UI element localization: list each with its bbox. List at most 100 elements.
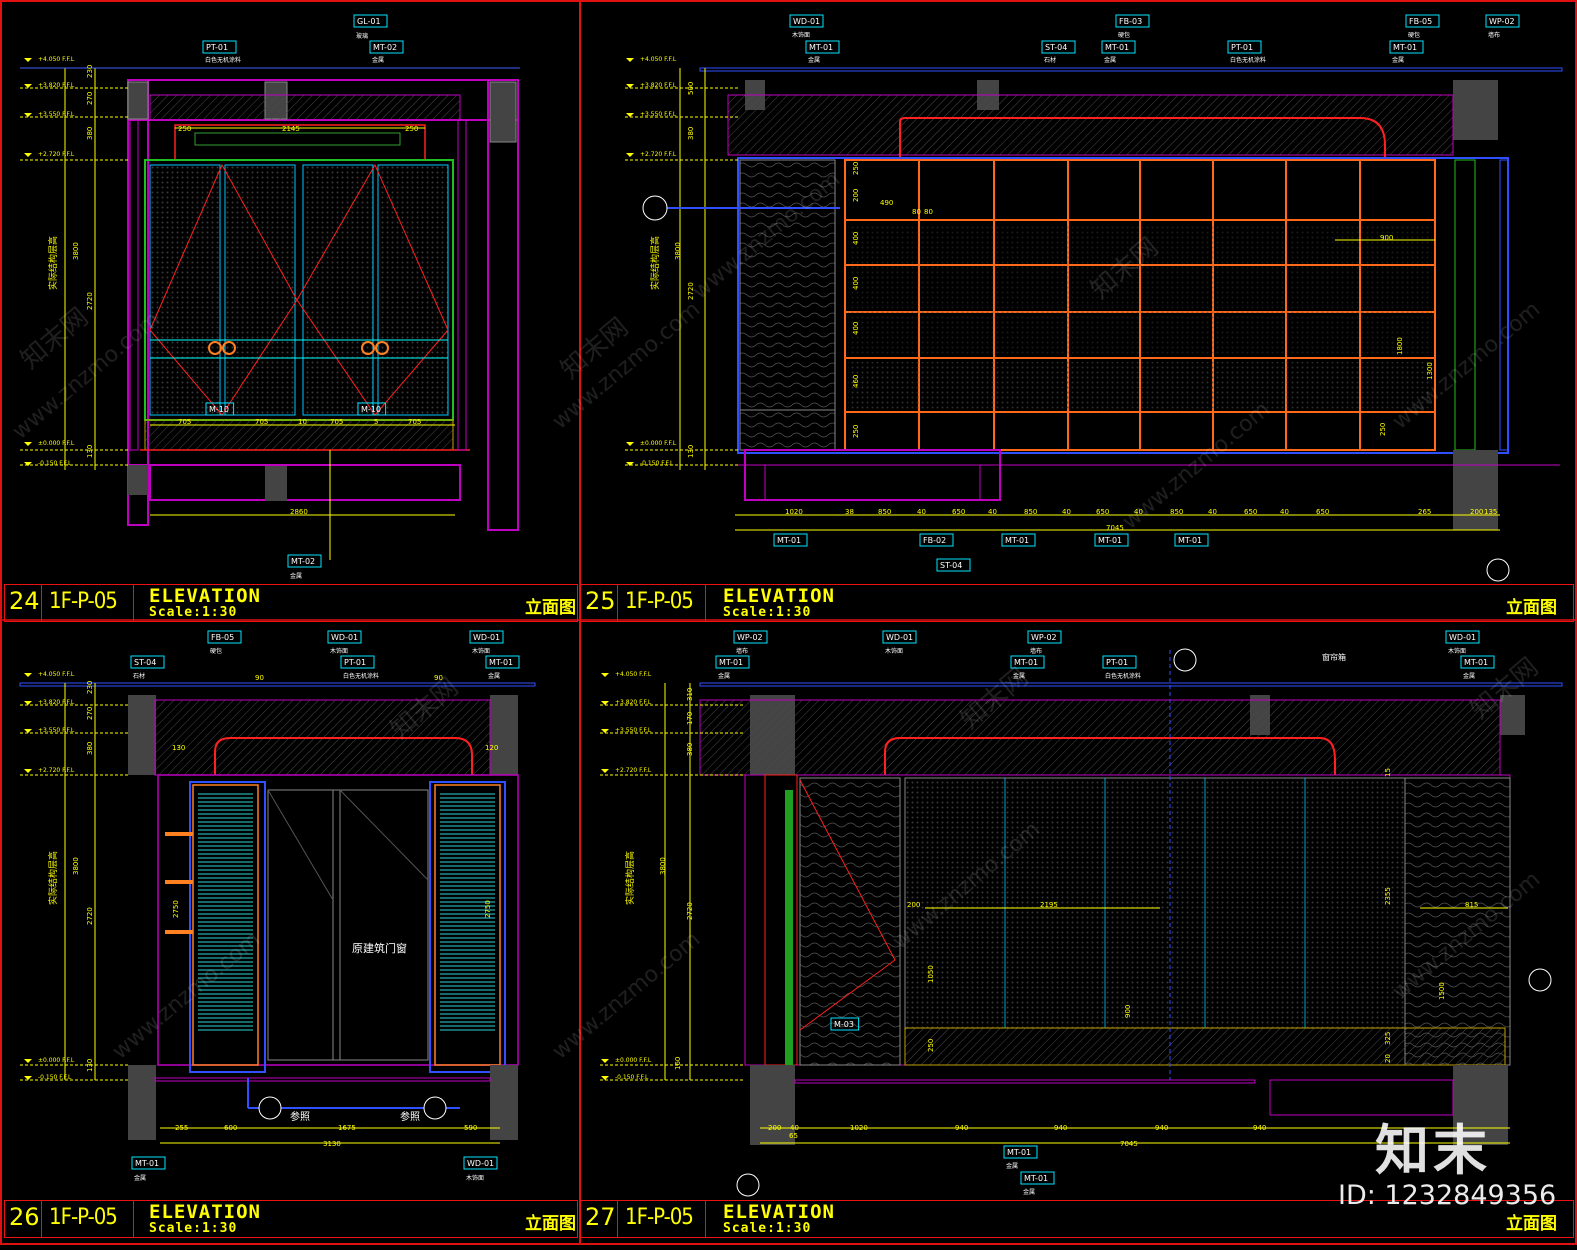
dimension-label: 250 — [178, 125, 191, 133]
drawing-code: 1F-P-05 — [625, 1205, 694, 1230]
drawing-number: 25 — [585, 587, 616, 615]
material-tag: MT-01 — [809, 43, 833, 52]
material-tag: MT-01 — [1098, 536, 1122, 545]
material-tag: MT-02 — [373, 43, 397, 52]
material-tag-box — [340, 655, 375, 669]
material-tag-box — [773, 533, 808, 547]
level-marker-icon — [626, 113, 634, 117]
material-tag-box — [130, 655, 165, 669]
dimension-label: 2750 — [172, 900, 180, 918]
level-label: ±0.000 F.F.L — [640, 440, 677, 447]
level-label: +3.820 F.F.L — [640, 82, 677, 89]
tag-note: 木饰面 — [792, 31, 810, 39]
dimension-label: 850 — [878, 508, 891, 516]
dimension-label: 270 — [86, 707, 94, 720]
reference-label: 参照 — [400, 1110, 420, 1123]
dimension-label: 380 — [686, 743, 694, 756]
material-tag: WD-01 — [331, 633, 358, 642]
dimension-label: 160 — [674, 1057, 682, 1070]
dimension-label: 380 — [86, 742, 94, 755]
dimension-label: 10 — [298, 418, 307, 426]
material-tag: MT-01 — [1007, 1148, 1031, 1157]
tag-note: 金属 — [1104, 56, 1116, 64]
level-label: +2.720 F.F.L — [38, 767, 75, 774]
material-tag: M-03 — [834, 1020, 854, 1029]
level-marker-icon — [601, 673, 609, 677]
image-id: ID: 1232849356 — [1338, 1180, 1557, 1211]
brand-logo: 知末 — [1375, 1119, 1491, 1182]
material-tag: WP-02 — [1489, 17, 1515, 26]
drawing-number: 24 — [9, 587, 40, 615]
material-tag: MT-01 — [1024, 1174, 1048, 1183]
material-tag: WP-02 — [1031, 633, 1057, 642]
dimension-label: 650 — [1096, 508, 1109, 516]
tag-note: 白色无机涂料 — [343, 672, 379, 680]
watermark-text: www.znzmo.com — [548, 927, 705, 1065]
material-tag: MT-01 — [719, 658, 743, 667]
dimension-label: 705 — [255, 418, 268, 426]
dimension-label: 705 — [178, 418, 191, 426]
level-marker-icon — [601, 701, 609, 705]
dimension-label: 380 — [86, 127, 94, 140]
drawing-code: 1F-P-05 — [625, 589, 694, 614]
panel-25-drawing — [625, 67, 1563, 582]
dimension-label: 130 — [86, 1059, 94, 1072]
dimension-label: 940 — [1054, 1124, 1067, 1132]
level-marker-icon — [24, 1076, 32, 1080]
dimension-label: 200 — [907, 901, 920, 909]
dimension-label: 135 — [1484, 508, 1497, 516]
dimension-label: 325 — [1384, 1032, 1392, 1045]
material-tag-box — [1041, 40, 1076, 54]
material-tag-box — [1001, 533, 1036, 547]
level-label: +4.050 F.F.L — [38, 56, 75, 63]
material-tag: MT-01 — [1393, 43, 1417, 52]
dimension-label: 170 — [686, 712, 694, 725]
drawing-code: 1F-P-05 — [49, 1205, 118, 1230]
level-marker-icon — [24, 58, 32, 62]
material-tag-box — [1010, 655, 1045, 669]
tag-note: 金属 — [808, 56, 820, 64]
level-label: +2.720 F.F.L — [615, 767, 652, 774]
material-tag: WP-02 — [737, 633, 763, 642]
tag-note: 金属 — [290, 572, 302, 580]
elevation-cn-label: 立面图 — [1506, 598, 1557, 618]
dimension-label: 200 — [768, 1124, 781, 1132]
dimension-label: 650 — [1316, 508, 1329, 516]
level-label: +2.720 F.F.L — [640, 151, 677, 158]
material-tag: PT-01 — [206, 43, 228, 52]
dimension-label: 2195 — [1040, 901, 1058, 909]
level-marker-icon — [626, 84, 634, 88]
dimension-label: 1020 — [850, 1124, 868, 1132]
level-label: -0.150 F.F.L — [38, 460, 72, 467]
tag-note: 金属 — [1013, 672, 1025, 680]
elevation-title: ELEVATION — [149, 1201, 261, 1223]
dimension-label: 2720 — [86, 292, 94, 310]
material-tag: MT-01 — [1464, 658, 1488, 667]
level-marker-icon — [626, 58, 634, 62]
panel-24-drawing — [20, 67, 520, 560]
dimension-label: 2720 — [86, 907, 94, 925]
material-tag-box — [1027, 630, 1062, 644]
tag-note: 白色无机涂料 — [1230, 56, 1266, 64]
material-tag: MT-01 — [489, 658, 513, 667]
level-marker-icon — [626, 442, 634, 446]
level-label: +3.550 F.F.L — [38, 111, 75, 118]
dimension-label: 2145 — [282, 125, 300, 133]
drawing-number: 26 — [9, 1203, 40, 1231]
title-block-25: 25 1F-P-05 ELEVATION Scale:1:30 立面图 — [580, 584, 1574, 622]
dimension-label: 250 — [852, 425, 860, 438]
dimension-label: 120 — [485, 744, 498, 752]
elevation-title: ELEVATION — [149, 585, 261, 607]
dimension-label: 40 — [988, 508, 997, 516]
material-tag: FB-03 — [1119, 17, 1142, 26]
material-tag-box — [207, 630, 242, 644]
tag-note: 硬包 — [210, 647, 222, 655]
dimension-label: 90 — [255, 674, 264, 682]
material-tag-box — [830, 1017, 860, 1031]
tag-note: 金属 — [1463, 672, 1475, 680]
material-tag-box — [1460, 655, 1495, 669]
level-marker-icon — [601, 1076, 609, 1080]
dimension-label: 65 — [789, 1132, 798, 1140]
